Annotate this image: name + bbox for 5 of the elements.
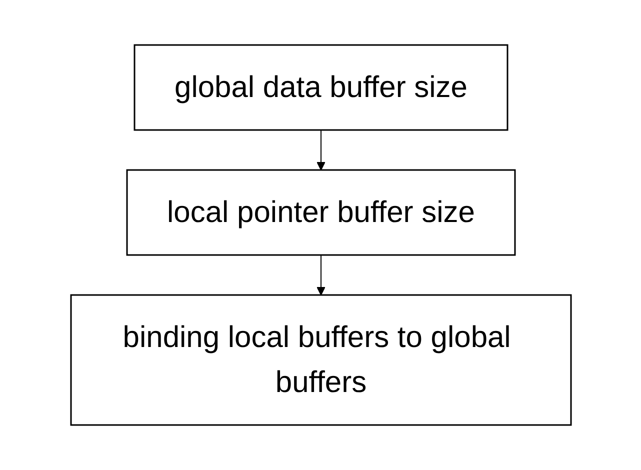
node-box: global data buffer size (133, 44, 508, 131)
arrow (316, 254, 325, 296)
node-box: binding local buffers to global buffers (70, 294, 572, 426)
arrow (316, 130, 325, 170)
node-box: local pointer buffer size (126, 169, 516, 256)
